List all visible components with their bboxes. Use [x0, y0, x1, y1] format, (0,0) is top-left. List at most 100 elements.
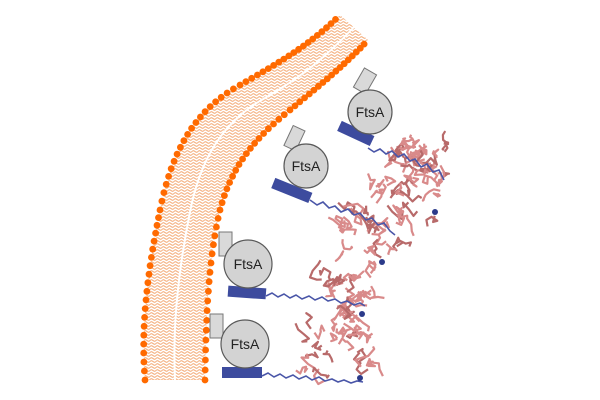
ftsz-ctail-bars — [222, 120, 375, 378]
ftsa-label-1: FtsA — [356, 104, 385, 120]
lipid-head-outer-24 — [165, 173, 173, 180]
lipid-head-outer-13 — [146, 262, 154, 270]
tail-bar-2 — [271, 177, 313, 204]
ftsz-strand-1-19 — [343, 202, 365, 214]
ftsz-strand-2-8 — [330, 289, 336, 299]
ftsz-strand-4-24 — [388, 150, 405, 162]
lipid-head-outer-11 — [144, 279, 152, 287]
ftsz-strand-2-21 — [336, 304, 352, 320]
ftsz-strand-1-9 — [396, 239, 412, 248]
lipid-bilayer — [140, 15, 368, 384]
ftsz-strand-0-23 — [432, 192, 442, 198]
ftsz-strand-0-19 — [384, 150, 393, 168]
bilayer-outer-leaflet — [143, 15, 368, 380]
lipid-head-inner-27 — [243, 150, 250, 158]
lipid-head-outer-42 — [248, 74, 256, 82]
lipid-head-outer-20 — [156, 206, 164, 214]
lipid-head-inner-3 — [202, 346, 210, 354]
ftsz-strand-1-11 — [334, 250, 345, 262]
ftsz-strand-2-25 — [363, 289, 372, 300]
lipid-head-inner-36 — [286, 106, 294, 114]
lipid-head-outer-19 — [155, 214, 162, 222]
lipid-head-inner-40 — [305, 90, 313, 98]
ftsz-strand-3-23 — [337, 337, 355, 352]
ftsz-strand-0-2 — [375, 179, 385, 188]
lipid-head-outer-47 — [275, 58, 283, 66]
ftsz-strand-1-0 — [362, 205, 369, 216]
lipid-head-outer-53 — [304, 39, 312, 46]
lipid-head-outer-44 — [259, 68, 267, 76]
ftsz-strand-4-17 — [408, 144, 426, 159]
ftsz-strand-0-14 — [401, 214, 415, 237]
ftsz-strand-2-20 — [342, 270, 365, 282]
lipid-head-outer-3 — [140, 349, 148, 357]
ftsz-strand-2-9 — [318, 267, 332, 282]
ftsz-strand-3-8 — [335, 327, 352, 339]
ftsz-strand-2-19 — [370, 285, 385, 300]
ftsz-strand-4-10 — [406, 139, 420, 160]
lipid-head-inner-42 — [315, 82, 322, 90]
ftsz-strand-3-19 — [337, 326, 346, 335]
ftsz-strand-3-4 — [313, 368, 326, 386]
lipid-head-inner-13 — [208, 250, 216, 258]
lipid-head-outer-9 — [142, 296, 150, 304]
lipid-head-inner-18 — [216, 206, 224, 214]
lipid-head-outer-14 — [148, 254, 155, 261]
ftsz-strand-2-18 — [308, 259, 322, 281]
ftsz-strand-3-11 — [368, 357, 384, 377]
lipid-head-outer-28 — [177, 143, 184, 151]
lipid-head-inner-53 — [360, 40, 368, 48]
lipid-head-inner-41 — [310, 86, 318, 94]
lipid-head-inner-25 — [235, 161, 243, 168]
ftsz-strand-0-13 — [394, 182, 405, 197]
linker-2 — [309, 199, 396, 236]
ftsz-strand-2-24 — [322, 277, 336, 288]
lipid-head-outer-36 — [212, 98, 220, 106]
tail-bar-4 — [222, 367, 262, 378]
lipid-head-inner-35 — [280, 111, 288, 119]
ftsz-strand-1-18 — [352, 210, 370, 230]
ftsa-unit-1: FtsA — [347, 89, 393, 135]
lipid-head-outer-15 — [149, 245, 157, 253]
anchor-4 — [209, 313, 224, 339]
lipid-head-outer-12 — [145, 270, 153, 278]
ftsz-strand-3-15 — [311, 340, 323, 351]
ftsz-strand-3-1 — [363, 332, 374, 344]
lipid-head-outer-18 — [153, 221, 161, 229]
ftsa-unit-2: FtsA — [283, 143, 329, 189]
ftsz-strand-0-21 — [425, 215, 439, 227]
lipid-head-outer-48 — [280, 55, 288, 63]
lipid-head-outer-39 — [230, 85, 237, 93]
lipid-head-outer-59 — [332, 16, 339, 23]
lipid-head-inner-15 — [211, 232, 219, 240]
lipid-head-inner-26 — [239, 155, 247, 163]
bilayer-midline — [173, 26, 355, 381]
ftsa-label-3: FtsA — [234, 256, 263, 272]
lipid-head-inner-8 — [204, 297, 212, 305]
ftsz-strand-3-20 — [329, 332, 339, 343]
ftsz-strand-1-15 — [392, 236, 401, 252]
lipid-head-outer-55 — [313, 32, 321, 39]
lipid-heads-inner — [201, 40, 368, 384]
ftsz-strand-4-16 — [431, 148, 440, 159]
lipid-head-inner-34 — [275, 115, 283, 123]
linker-4 — [261, 372, 364, 384]
lipid-head-outer-17 — [152, 229, 160, 237]
lipid-head-outer-50 — [290, 49, 298, 56]
lipid-head-outer-40 — [236, 81, 244, 89]
ftsz-strand-3-6 — [305, 312, 313, 330]
lipid-head-outer-46 — [270, 62, 277, 69]
anchor-2 — [283, 124, 306, 152]
lipid-head-inner-28 — [247, 145, 254, 152]
ftsz-strand-2-16 — [342, 306, 358, 323]
ftsa-label-2: FtsA — [292, 158, 321, 174]
lipid-head-outer-32 — [192, 119, 200, 126]
lipid-head-outer-45 — [264, 65, 272, 72]
lipid-head-inner-39 — [301, 94, 308, 102]
tail-bar-1 — [337, 120, 375, 147]
linker-terminus-1 — [432, 209, 438, 215]
ftsz-strand-3-18 — [352, 351, 369, 376]
ftsz-strand-1-10 — [341, 239, 354, 251]
lipid-head-outer-43 — [254, 71, 261, 79]
